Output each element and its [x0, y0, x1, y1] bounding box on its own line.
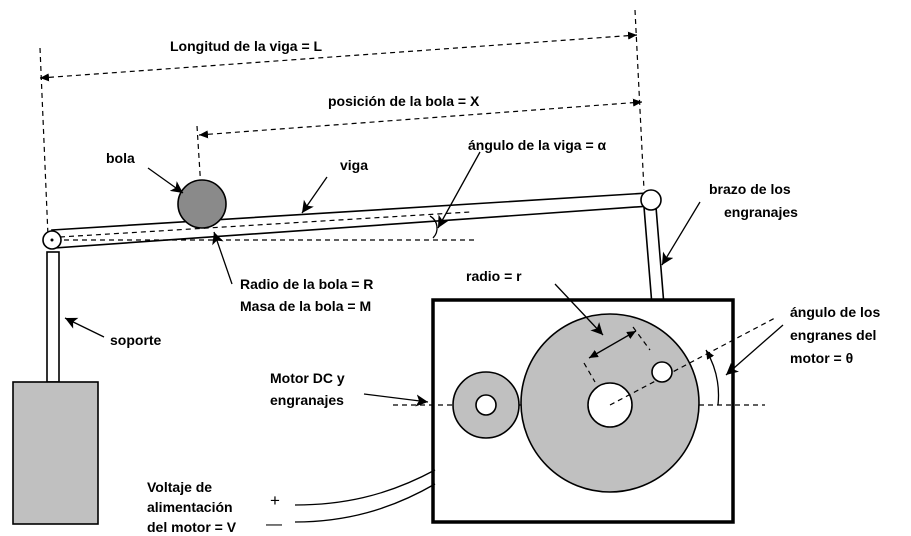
gear-angle-label-line3: motor = θ [790, 350, 853, 366]
gear-angle-line [609, 317, 776, 406]
radius-pointer-arrow [554, 283, 604, 336]
gear-angle-label-line1: ángulo de los [790, 304, 880, 320]
motor-label-line1: Motor DC y [270, 370, 345, 386]
beam-angle-label: ángulo de la viga = α [468, 137, 607, 153]
plus-sign: + [270, 491, 280, 510]
support-base [12, 381, 99, 525]
ball-pointer-arrow [147, 167, 184, 194]
radius-r-label: radio = r [466, 268, 522, 284]
gear-arm-label-line1: brazo de los [709, 181, 791, 197]
radius-dimension-arrow [588, 330, 637, 359]
power-lead-positive [294, 469, 436, 506]
voltage-label-line3: del motor = V [147, 519, 237, 535]
beam-length-dimension [39, 31, 638, 82]
beam-angle-pointer-arrow [437, 151, 481, 229]
ball-label: bola [106, 150, 135, 166]
support-pointer-arrow [64, 317, 105, 338]
beam-length-label: Longitud de la viga = L [170, 38, 323, 54]
power-lead-negative [294, 483, 436, 523]
motor-label-line2: engranajes [270, 392, 344, 408]
small-gear-hub [475, 394, 497, 416]
pivot-pin [50, 238, 54, 242]
beam-angle-arc [429, 215, 438, 239]
gear-arm-label-line2: engranajes [724, 204, 798, 220]
ball-radius-label: Radio de la bola = R [240, 276, 373, 292]
gear-angle-label-line2: engranes del [790, 327, 876, 343]
voltage-label-line1: Voltaje de [147, 479, 212, 495]
gear-arm-pointer-arrow [661, 201, 701, 266]
arm-top-joint [640, 189, 662, 211]
left-extension-line [39, 47, 49, 237]
ball-position-dimension [198, 98, 643, 139]
support-label: soporte [110, 332, 162, 348]
ball-radius-pointer-arrow [212, 231, 233, 285]
ball-position-label: posición de la bola = X [328, 93, 480, 109]
beam [51, 192, 651, 249]
gear-angle-arc [705, 349, 720, 406]
beam-centerline [59, 211, 471, 238]
ball [177, 179, 227, 229]
motor-pointer-arrow [363, 393, 429, 407]
beam-pointer-arrow [301, 176, 328, 214]
crank-pin [651, 361, 673, 383]
beam-label: viga [340, 157, 368, 173]
gear-angle-pointer-arrow [725, 324, 784, 376]
ball-mass-label: Masa de la bola = M [240, 298, 371, 314]
minus-sign: — [266, 516, 282, 533]
support-post [46, 251, 60, 383]
right-extension-line [634, 9, 645, 191]
voltage-label-line2: alimentación [147, 499, 233, 515]
radius-dashed-side [583, 362, 596, 383]
